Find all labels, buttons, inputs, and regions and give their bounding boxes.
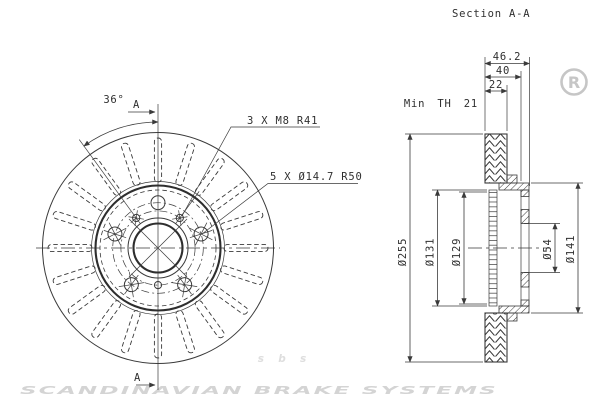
ring-step-bottom	[506, 312, 518, 322]
center-bore-circle	[132, 222, 184, 274]
angle-label: 36°	[103, 94, 124, 106]
pilot-circle	[127, 217, 189, 279]
friction-ring-top	[484, 133, 508, 184]
hat-depth-label: 40	[496, 65, 510, 77]
ring-step-top	[506, 174, 518, 184]
angle-dimension: 36°	[83, 94, 159, 147]
outer-diameter-label: Ø255	[397, 238, 409, 267]
overall-width-label: 46.2	[493, 51, 522, 63]
hat-wall-bottom	[498, 305, 530, 314]
diameter-dimensions: Ø255 Ø131 Ø129 Ø54 Ø141	[397, 133, 583, 363]
registered-r: R	[568, 73, 580, 92]
hidden-hat-inner-circle	[99, 189, 217, 307]
bore-diameter-label: Ø54	[542, 238, 554, 259]
thread-note-callout: 3 X M8 R41	[181, 115, 320, 217]
hat-inner-diameter-label: Ø129	[451, 238, 463, 267]
width-dimensions: 46.2 40 22 Min TH 21	[404, 51, 531, 186]
bolt-hole-note-label: 5 X Ø14.7 R50	[270, 171, 363, 183]
bolt-circle	[112, 202, 204, 294]
min-thickness-label: Min TH 21	[404, 98, 478, 110]
section-marker-bottom: A	[134, 372, 156, 388]
bore-cross-mark	[128, 218, 188, 278]
disc-front	[42, 132, 274, 364]
sbs-logo-watermark: sbs	[258, 354, 306, 362]
flange-diameter-label: Ø141	[565, 235, 577, 264]
section-view-title: Section A-A	[452, 8, 530, 20]
hat-outer-diameter-label: Ø131	[425, 238, 437, 267]
brand-watermark: SCANDINAVIAN BRAKE SYSTEMS	[20, 385, 498, 397]
registered-trademark-icon: R	[560, 68, 588, 96]
bolt-hole-note-callout: 5 X Ø14.7 R50	[201, 171, 363, 235]
vent-slots	[47, 137, 269, 359]
hat-wall-top	[498, 182, 530, 191]
section-view: Section A-A	[397, 8, 583, 363]
thread-holes	[78, 139, 200, 290]
thread-note-label: 3 X M8 R41	[247, 115, 318, 127]
slot-inner-boundary-circle	[91, 181, 225, 315]
section-letter-bottom: A	[134, 372, 141, 384]
section-marker-top: A	[128, 99, 156, 115]
thread-hole-circle	[120, 210, 196, 286]
bolt-holes	[103, 195, 213, 298]
friction-ring-bottom	[484, 312, 508, 363]
section-letter-top: A	[133, 99, 140, 111]
hat-edge-circle	[94, 184, 222, 312]
disc-thickness-label: 22	[489, 79, 503, 91]
front-view: 36° A A 3 X M8 R41 5 X Ø14.7 R50	[36, 94, 363, 390]
